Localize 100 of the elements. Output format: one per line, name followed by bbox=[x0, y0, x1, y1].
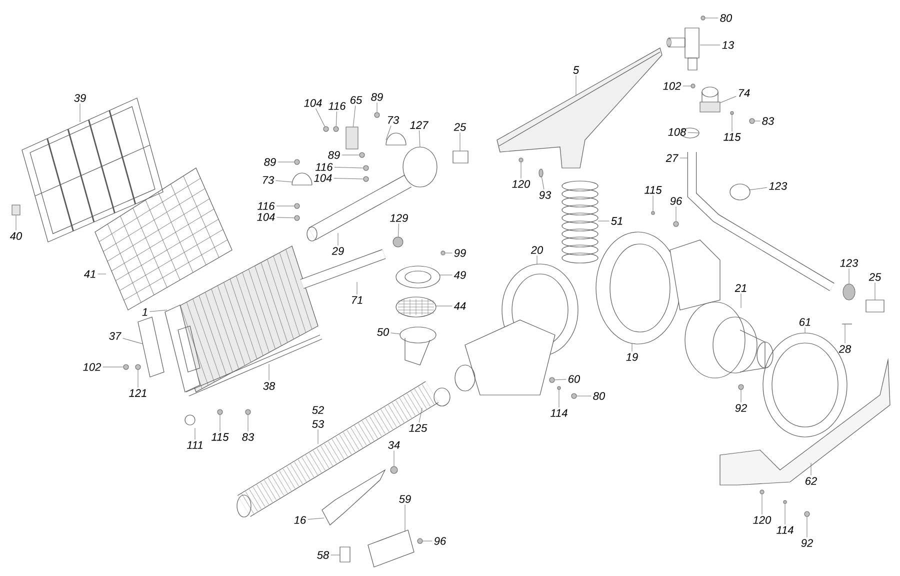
fastener bbox=[549, 377, 555, 383]
fastener bbox=[571, 393, 577, 399]
leader-line bbox=[806, 516, 808, 538]
callout-number: 116 bbox=[328, 102, 346, 110]
callout-number: 99 bbox=[454, 249, 466, 257]
leader-line bbox=[740, 390, 742, 403]
fastener bbox=[294, 215, 300, 221]
fastener bbox=[135, 364, 141, 370]
callout-number: 108 bbox=[668, 128, 686, 136]
callout-number: 53 bbox=[312, 420, 324, 428]
callout-number: 80 bbox=[720, 14, 732, 22]
fastener bbox=[392, 236, 404, 248]
fastener bbox=[557, 386, 561, 390]
callout-number: 73 bbox=[263, 176, 274, 184]
leader-line bbox=[558, 390, 560, 408]
leader-line bbox=[652, 195, 654, 212]
leader-line bbox=[804, 327, 806, 334]
leader-line bbox=[390, 332, 400, 334]
fastener bbox=[700, 16, 706, 20]
fastener bbox=[333, 126, 339, 132]
callout-number: 102 bbox=[663, 82, 682, 90]
fastener bbox=[440, 250, 446, 256]
leader-line bbox=[598, 220, 610, 222]
leader-line bbox=[422, 540, 432, 542]
leader-line bbox=[334, 178, 364, 180]
fastener bbox=[651, 211, 655, 215]
callout-number: 83 bbox=[762, 117, 774, 125]
callout-number: 50 bbox=[377, 328, 390, 336]
leader-line bbox=[810, 462, 812, 476]
fastener bbox=[123, 364, 129, 370]
callout-number: 129 bbox=[390, 214, 408, 222]
leader-line bbox=[376, 102, 378, 112]
leader-line bbox=[874, 282, 876, 300]
leader-line bbox=[342, 154, 360, 156]
callout-number: 41 bbox=[84, 270, 96, 278]
callout-number: 115 bbox=[644, 186, 662, 194]
leader-line bbox=[398, 223, 400, 237]
leader-line bbox=[336, 111, 337, 126]
leader-line bbox=[150, 310, 168, 312]
callout-number: 115 bbox=[212, 433, 229, 441]
fastener bbox=[363, 176, 369, 182]
callout-number: 20 bbox=[530, 246, 544, 254]
fastener bbox=[538, 168, 544, 178]
callout-number: 38 bbox=[263, 382, 276, 390]
callout-number: 60 bbox=[568, 375, 580, 383]
fastener bbox=[294, 203, 300, 209]
leader-line bbox=[688, 132, 700, 134]
callout-number: 44 bbox=[454, 302, 466, 310]
callout-number: 65 bbox=[350, 96, 362, 104]
leader-line bbox=[700, 44, 720, 46]
callout-number: 89 bbox=[328, 151, 340, 159]
leader-line bbox=[520, 162, 522, 179]
leader-line bbox=[268, 364, 270, 381]
fastener bbox=[374, 112, 380, 118]
leader-line bbox=[102, 366, 124, 368]
leader-line bbox=[404, 504, 406, 532]
leader-line bbox=[419, 130, 420, 148]
callout-number: 37 bbox=[109, 332, 122, 340]
fastener bbox=[245, 409, 251, 415]
fastener bbox=[217, 409, 223, 415]
callout-number: 52 bbox=[312, 406, 324, 414]
callout-number: 29 bbox=[332, 247, 344, 255]
leader-line bbox=[848, 268, 850, 284]
callout-number: 115 bbox=[724, 133, 741, 141]
leader-line bbox=[122, 338, 144, 344]
leader-line bbox=[554, 379, 566, 380]
fastener bbox=[294, 159, 300, 165]
fastener bbox=[760, 490, 764, 494]
leader-line bbox=[194, 428, 196, 440]
callout-number: 59 bbox=[399, 495, 411, 503]
callout-number: 1 bbox=[142, 308, 148, 316]
callout-number: 19 bbox=[626, 353, 638, 361]
callout-number: 39 bbox=[74, 94, 86, 102]
callout-number: 104 bbox=[257, 213, 275, 221]
leader-line bbox=[386, 125, 392, 140]
fastener bbox=[359, 152, 365, 158]
leader-line bbox=[330, 554, 340, 556]
leader-line bbox=[740, 293, 742, 308]
leader-line bbox=[440, 274, 452, 276]
leader-line bbox=[352, 105, 356, 127]
callout-number: 123 bbox=[769, 182, 788, 190]
callout-number: 120 bbox=[512, 180, 530, 188]
leader-line bbox=[334, 167, 364, 168]
small-part bbox=[700, 102, 720, 112]
callout-number: 114 bbox=[550, 409, 568, 417]
small-part bbox=[12, 204, 20, 216]
leader-line bbox=[276, 180, 292, 182]
callout-number: 121 bbox=[129, 389, 146, 397]
callout-number: 25 bbox=[868, 273, 882, 281]
callout-number: 61 bbox=[800, 318, 810, 326]
callout-number: 104 bbox=[304, 99, 322, 107]
fastener bbox=[749, 118, 755, 124]
leader-line bbox=[536, 255, 538, 264]
leader-line bbox=[541, 176, 544, 190]
leader-line bbox=[308, 518, 324, 520]
callout-number: 89 bbox=[264, 158, 276, 166]
callout-number: 49 bbox=[454, 271, 466, 279]
leader-line bbox=[276, 217, 294, 218]
callout-number: 58 bbox=[317, 551, 330, 559]
callout-number: 13 bbox=[722, 41, 734, 49]
